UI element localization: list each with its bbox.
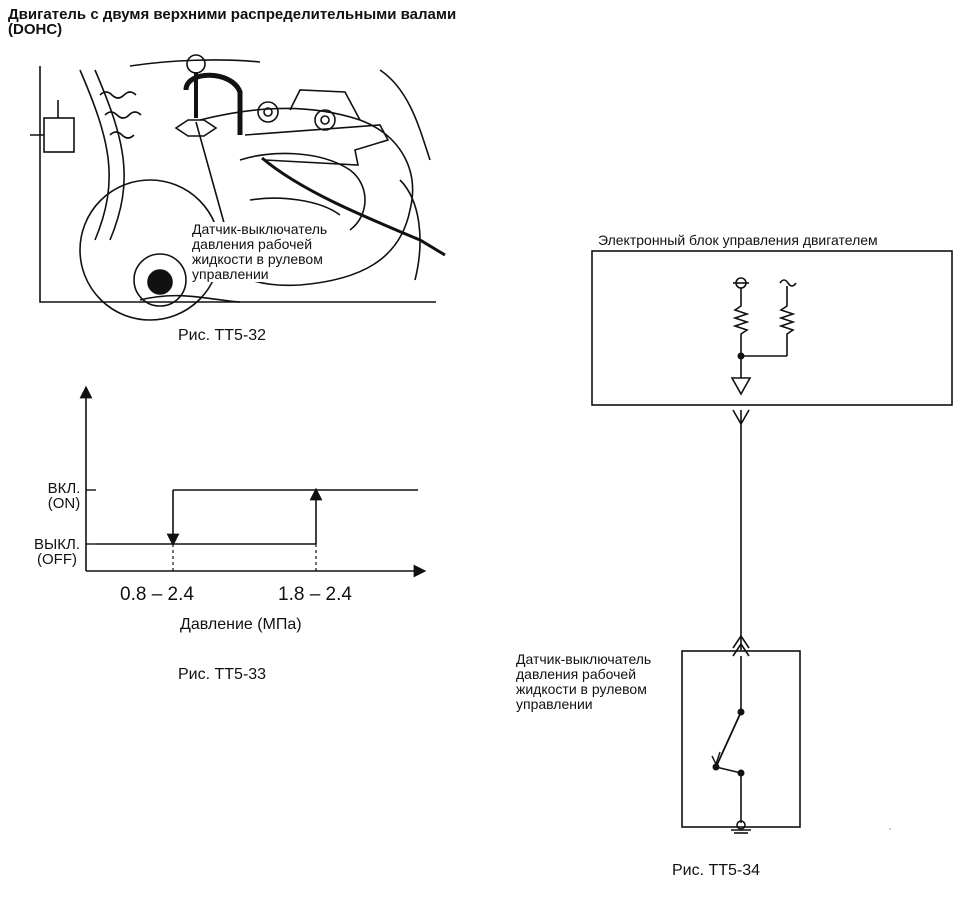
connector-bottom: [732, 634, 750, 649]
page-title: Двигатель с двумя верхними распределител…: [8, 6, 457, 38]
y-label-on: ВКЛ. (ON): [44, 481, 84, 511]
switch-label-line: жидкости в рулевом: [516, 681, 647, 697]
switch-box: [681, 650, 801, 828]
ecu-box: [591, 250, 953, 406]
figure-34-caption: Рис. TT5-34: [672, 862, 761, 879]
y-label-off-line: (OFF): [37, 551, 77, 568]
callout-line: жидкости в рулевом: [192, 251, 323, 267]
resistor-2: [778, 286, 796, 356]
resistor-1: [732, 288, 750, 356]
figure-33-caption: Рис. TT5-33: [178, 666, 267, 683]
switch-callout-fig32: Датчик-выключатель давления рабочей жидк…: [192, 221, 328, 282]
x-axis-label: Давление (МПа): [180, 616, 302, 633]
callout-line: управлении: [192, 266, 269, 282]
switch-label-fig34: Датчик-выключатель давления рабочей жидк…: [516, 651, 652, 712]
x-tick-label-right: 1.8 – 2.4: [278, 584, 352, 605]
y-label-on-line: (ON): [47, 495, 81, 512]
y-label-off-line: ВЫКЛ.: [33, 536, 81, 553]
ground-terminal: [736, 820, 746, 830]
y-label-on-line: ВКЛ.: [47, 480, 81, 497]
callout-line: давления рабочей: [192, 236, 313, 252]
ecu-ground-symbol: [730, 377, 752, 396]
x-tick-label-left: 0.8 – 2.4: [120, 584, 194, 605]
y-label-off: ВЫКЛ. (OFF): [30, 537, 84, 567]
figure-32-caption: Рис. TT5-32: [178, 327, 267, 344]
switch-label-line: Датчик-выключатель: [516, 651, 652, 667]
ecu-label: Электронный блок управления двигателем: [598, 232, 878, 248]
callout-line: Датчик-выключатель: [192, 221, 328, 237]
switch-contact: [715, 711, 742, 768]
switch-label-line: давления рабочей: [516, 666, 637, 682]
voltage-symbol: [779, 279, 797, 287]
switch-label-line: управлении: [516, 696, 593, 712]
